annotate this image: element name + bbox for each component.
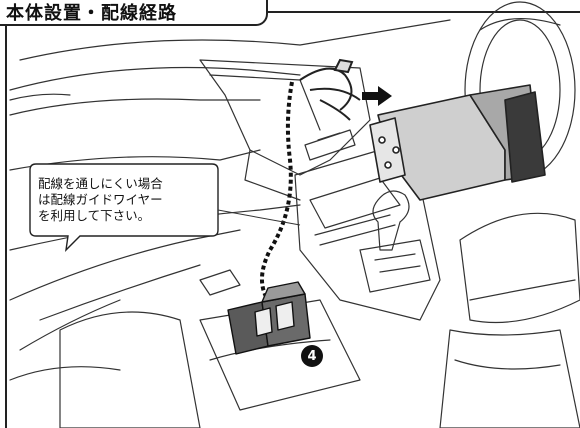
driver-seat xyxy=(459,212,580,324)
wire-routing-path xyxy=(260,81,294,302)
head-unit xyxy=(369,84,546,201)
callout-line-2: は配線ガイドワイヤー xyxy=(38,192,163,207)
step-number-badge: 4 xyxy=(301,345,323,367)
callout-bubble xyxy=(29,163,219,252)
dashboard-panel xyxy=(199,59,371,176)
callout-line-3: を利用して下さい。 xyxy=(38,208,151,223)
passenger-seat-edge xyxy=(59,311,201,428)
callout-line-1: 配線を通しにくい場合 xyxy=(38,176,163,191)
page-title: 本体設置・配線経路 xyxy=(0,0,268,26)
arrow-right-icon xyxy=(362,86,392,106)
callout-note: 配線を通しにくい場合 は配線ガイドワイヤー を利用して下さい。 xyxy=(38,176,213,224)
gear-shifter xyxy=(372,190,410,251)
connector-module xyxy=(227,281,311,355)
windshield-edge xyxy=(19,19,451,61)
wire-harness xyxy=(299,58,361,121)
